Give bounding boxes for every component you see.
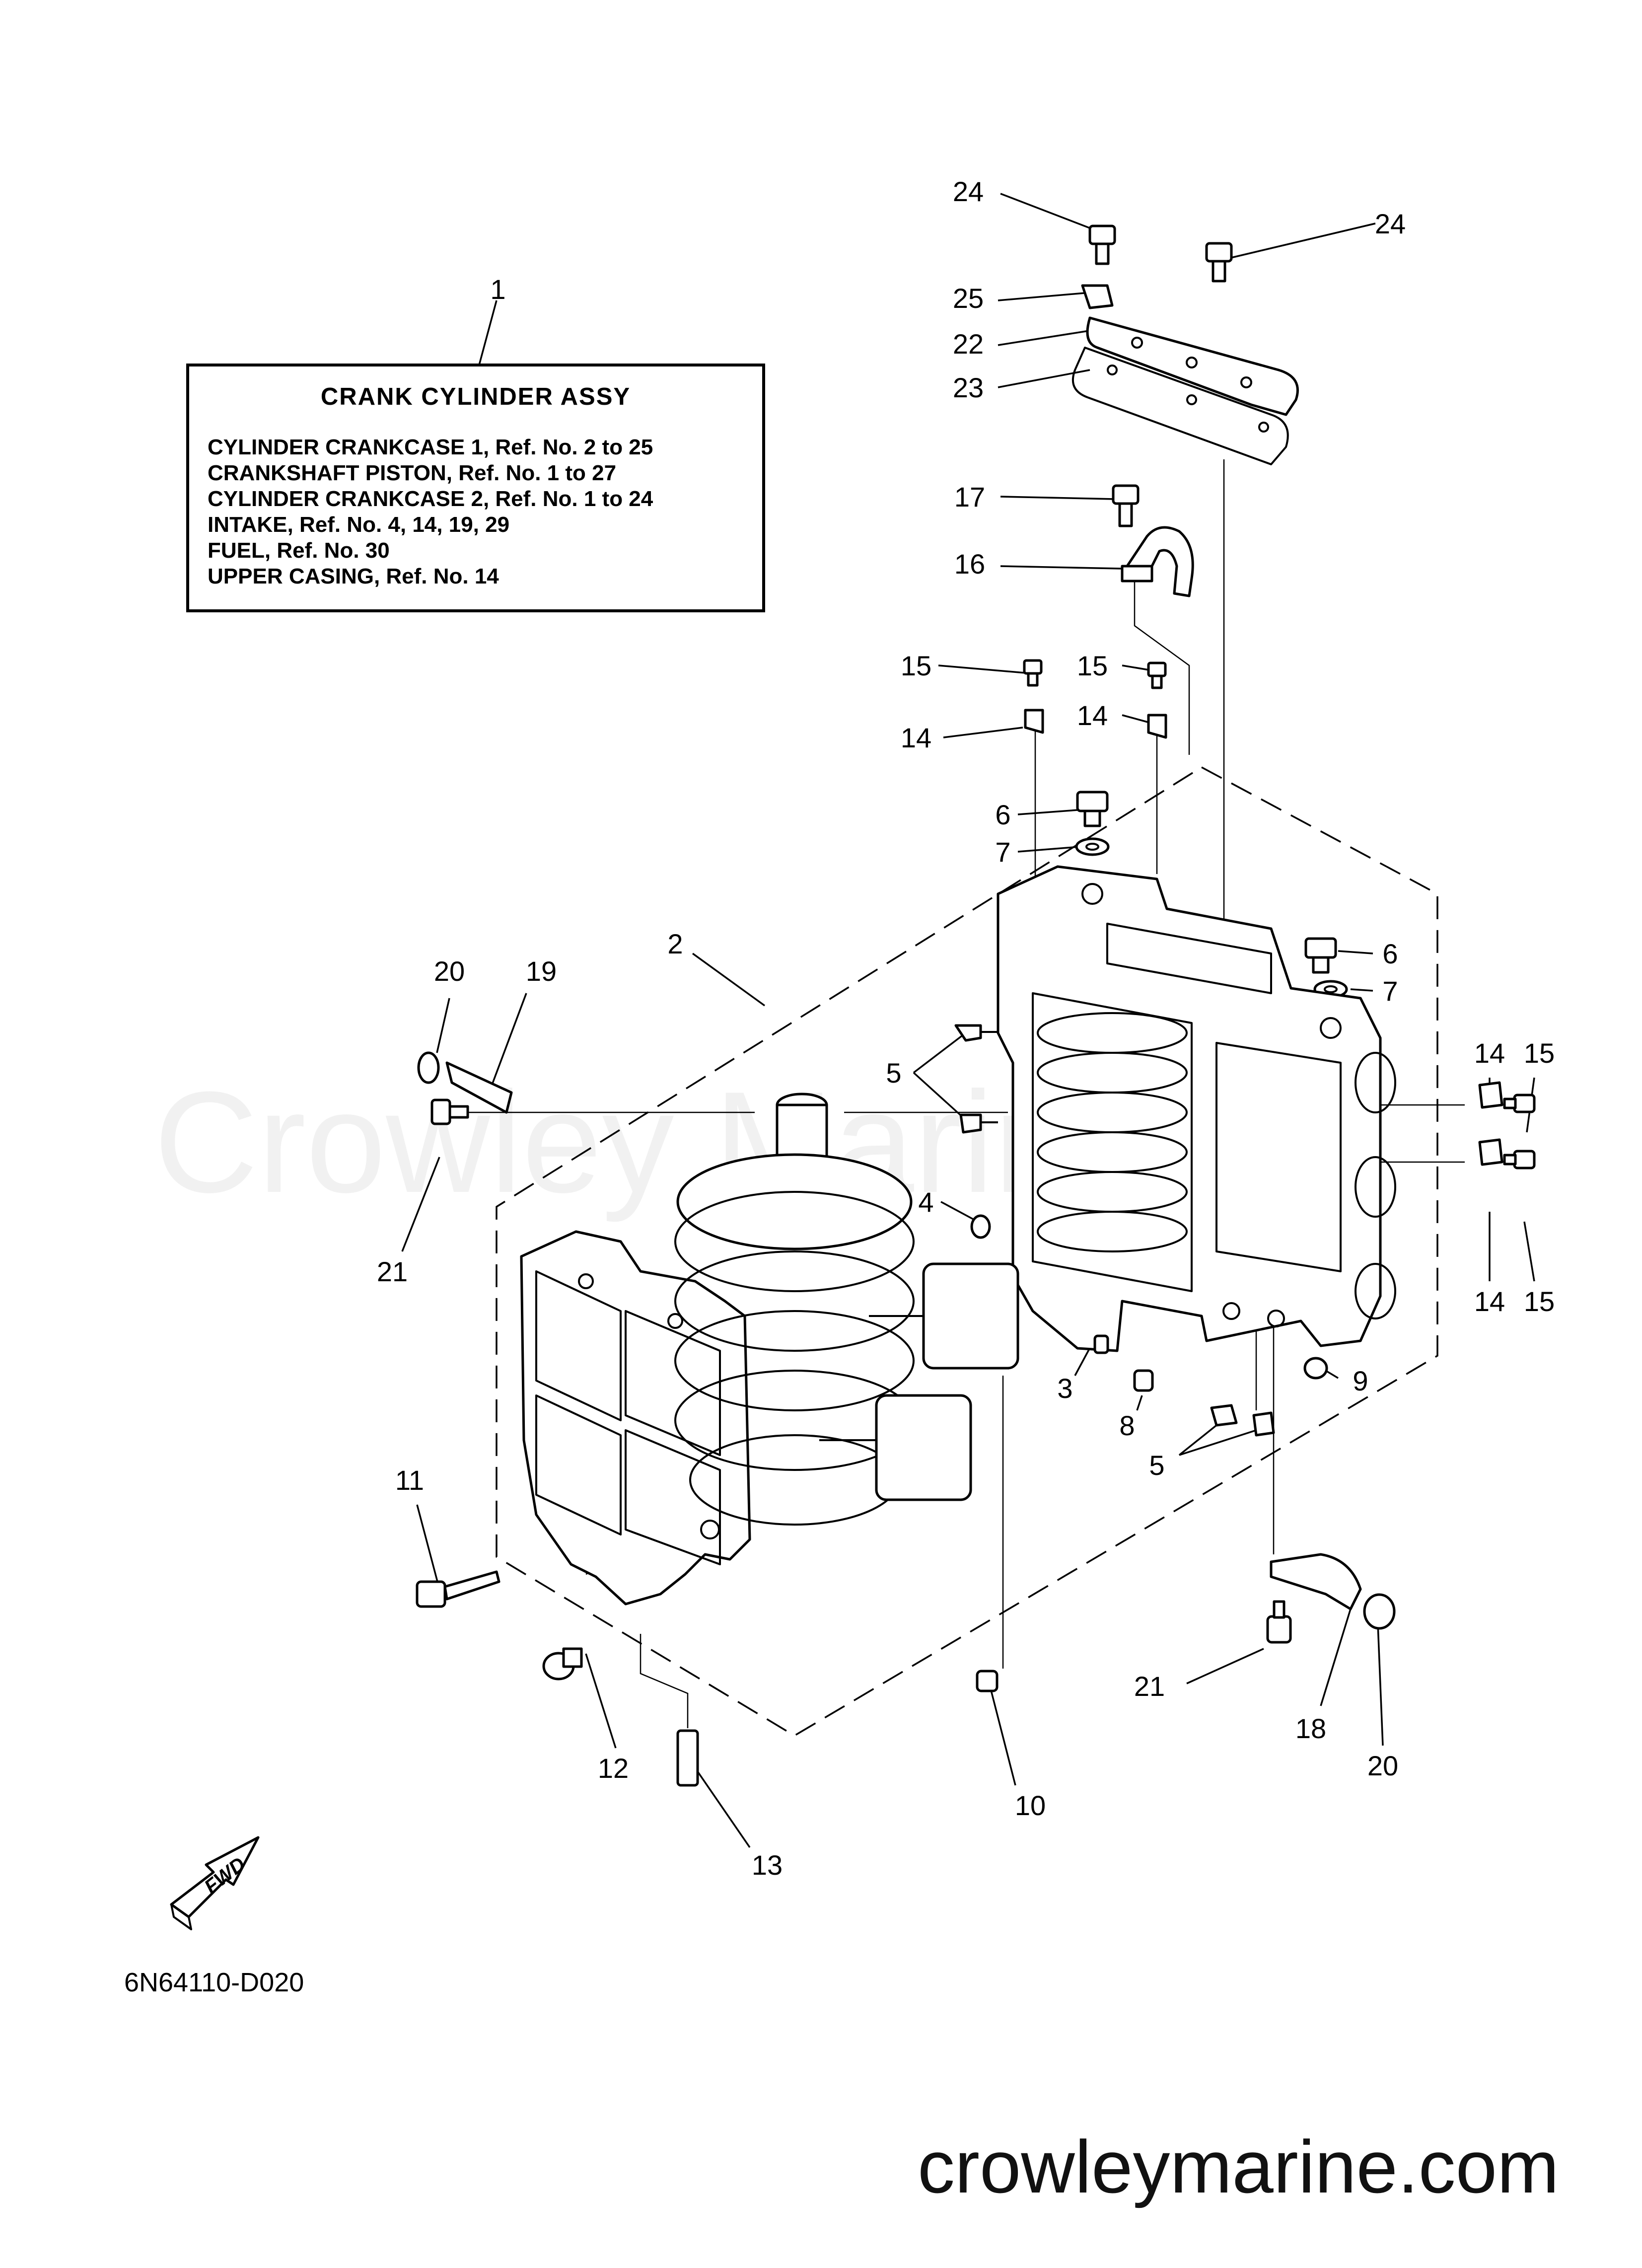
legend-line-6: UPPER CASING, Ref. No. 14 — [208, 564, 499, 588]
callout-1: 1 — [490, 274, 505, 305]
callout-12: 12 — [598, 1753, 629, 1784]
clip-14-top-left — [1024, 709, 1044, 734]
callout-10: 10 — [1015, 1790, 1046, 1821]
callout-9: 9 — [1353, 1365, 1368, 1396]
legend-line-4: INTAKE, Ref. No. 4, 14, 19, 29 — [208, 512, 509, 537]
callout-8: 8 — [1119, 1410, 1135, 1441]
screw-15-right-lower — [1503, 1150, 1536, 1170]
callout-3: 3 — [1057, 1373, 1072, 1404]
plug-12 — [542, 1647, 583, 1681]
legend-line-3: CYLINDER CRANKCASE 2, Ref. No. 1 to 24 — [208, 487, 653, 511]
clip-14-right-upper — [1478, 1081, 1503, 1109]
bolt-11 — [416, 1570, 500, 1608]
hose-19 — [445, 1061, 513, 1114]
brand-url[interactable]: crowleymarine.com — [918, 2125, 1559, 2208]
callout-19: 19 — [526, 955, 557, 987]
callout-6-right: 6 — [1382, 938, 1398, 969]
bracket-25 — [1081, 284, 1114, 309]
callout-14-right-lower: 14 — [1474, 1286, 1505, 1317]
fitting-5-lower — [959, 1113, 998, 1134]
fitting-5-bottom — [1210, 1404, 1275, 1437]
callout-labels: 1 2 24 24 25 22 23 17 16 15 15 14 14 6 7… — [377, 176, 1555, 1881]
bolt-24-right — [1205, 242, 1233, 283]
piston-upper — [869, 1262, 1019, 1370]
dowel-10 — [976, 1670, 999, 1692]
dowel-8 — [1133, 1369, 1154, 1392]
callout-15-right-lower: 15 — [1524, 1286, 1555, 1317]
callout-15-top-right: 15 — [1077, 650, 1108, 681]
callout-22: 22 — [953, 328, 984, 360]
bolt-24-left — [1088, 224, 1116, 265]
callout-13: 13 — [752, 1849, 783, 1881]
callout-4: 4 — [918, 1186, 933, 1218]
legend-line-2: CRANKSHAFT PISTON, Ref. No. 1 to 27 — [208, 461, 616, 485]
callout-15-right-upper: 15 — [1524, 1037, 1555, 1069]
legend-title: CRANK CYLINDER ASSY — [321, 383, 631, 410]
fwd-arrow-icon: FWD — [170, 1836, 260, 1930]
stud-13 — [676, 1729, 699, 1787]
bolt-17 — [1112, 484, 1140, 527]
callout-21-right: 21 — [1134, 1671, 1165, 1702]
plug-6-top — [1076, 791, 1109, 827]
callout-5-lower: 5 — [1149, 1450, 1164, 1481]
dowel-9 — [1303, 1357, 1328, 1380]
clip-14-right-lower — [1478, 1138, 1503, 1166]
assembly-outline — [496, 766, 1438, 1737]
callout-23: 23 — [953, 372, 984, 403]
callout-25: 25 — [953, 283, 984, 314]
fitting-5-upper — [954, 1024, 998, 1042]
plug-6-right — [1304, 937, 1337, 974]
cap-20-right — [1363, 1593, 1396, 1630]
bracket-18 — [1270, 1553, 1362, 1610]
screw-15-top-right — [1147, 661, 1167, 689]
dowel-3 — [1093, 1334, 1109, 1354]
callout-11: 11 — [395, 1464, 424, 1496]
crankshaft — [674, 1093, 915, 1526]
callout-14-right-upper: 14 — [1474, 1037, 1505, 1069]
piston-lower — [819, 1394, 972, 1501]
callout-20-left: 20 — [434, 955, 465, 987]
diagram-code: 6N64110-D020 — [124, 1968, 304, 1997]
washer-7-top — [1075, 837, 1110, 856]
callout-14-top-right: 14 — [1077, 700, 1108, 731]
callout-5-upper: 5 — [886, 1057, 901, 1089]
crankcase-half — [520, 1230, 751, 1606]
gasket-23 — [1072, 347, 1289, 465]
bolt-21-right — [1266, 1600, 1292, 1644]
callout-18: 18 — [1295, 1713, 1326, 1744]
callout-15-top-left: 15 — [901, 650, 931, 681]
cap-20-left — [417, 1051, 440, 1084]
legend-line-5: FUEL, Ref. No. 30 — [208, 538, 390, 563]
callout-7-right: 7 — [1382, 975, 1398, 1007]
cover-plate-22 — [1086, 316, 1299, 416]
legend-box: CRANK CYLINDER ASSY CYLINDER CRANKCASE 1… — [186, 364, 765, 612]
callout-20-right: 20 — [1367, 1750, 1398, 1781]
legend-line-1: CYLINDER CRANKCASE 1, Ref. No. 2 to 25 — [208, 435, 653, 459]
screw-15-top-left — [1023, 659, 1043, 687]
plug-4 — [970, 1214, 991, 1239]
callout-16: 16 — [954, 548, 985, 580]
callout-2: 2 — [667, 928, 683, 959]
screw-15-right-upper — [1503, 1094, 1536, 1113]
cylinder-block-2 — [997, 865, 1396, 1352]
callout-17: 17 — [954, 481, 985, 512]
leader-lines — [401, 193, 1535, 1848]
callout-7-top: 7 — [995, 836, 1010, 868]
callout-14-top-left: 14 — [901, 722, 931, 753]
callout-21-left: 21 — [377, 1256, 408, 1287]
callout-24-right: 24 — [1375, 208, 1406, 239]
clamp-16 — [1121, 526, 1194, 597]
clip-14-top-right — [1147, 714, 1167, 739]
callout-6-top: 6 — [995, 799, 1010, 830]
callout-24-left: 24 — [953, 176, 984, 207]
watermark-text: Crowley Marine — [154, 1062, 1154, 1223]
bolt-21-left — [430, 1098, 469, 1125]
